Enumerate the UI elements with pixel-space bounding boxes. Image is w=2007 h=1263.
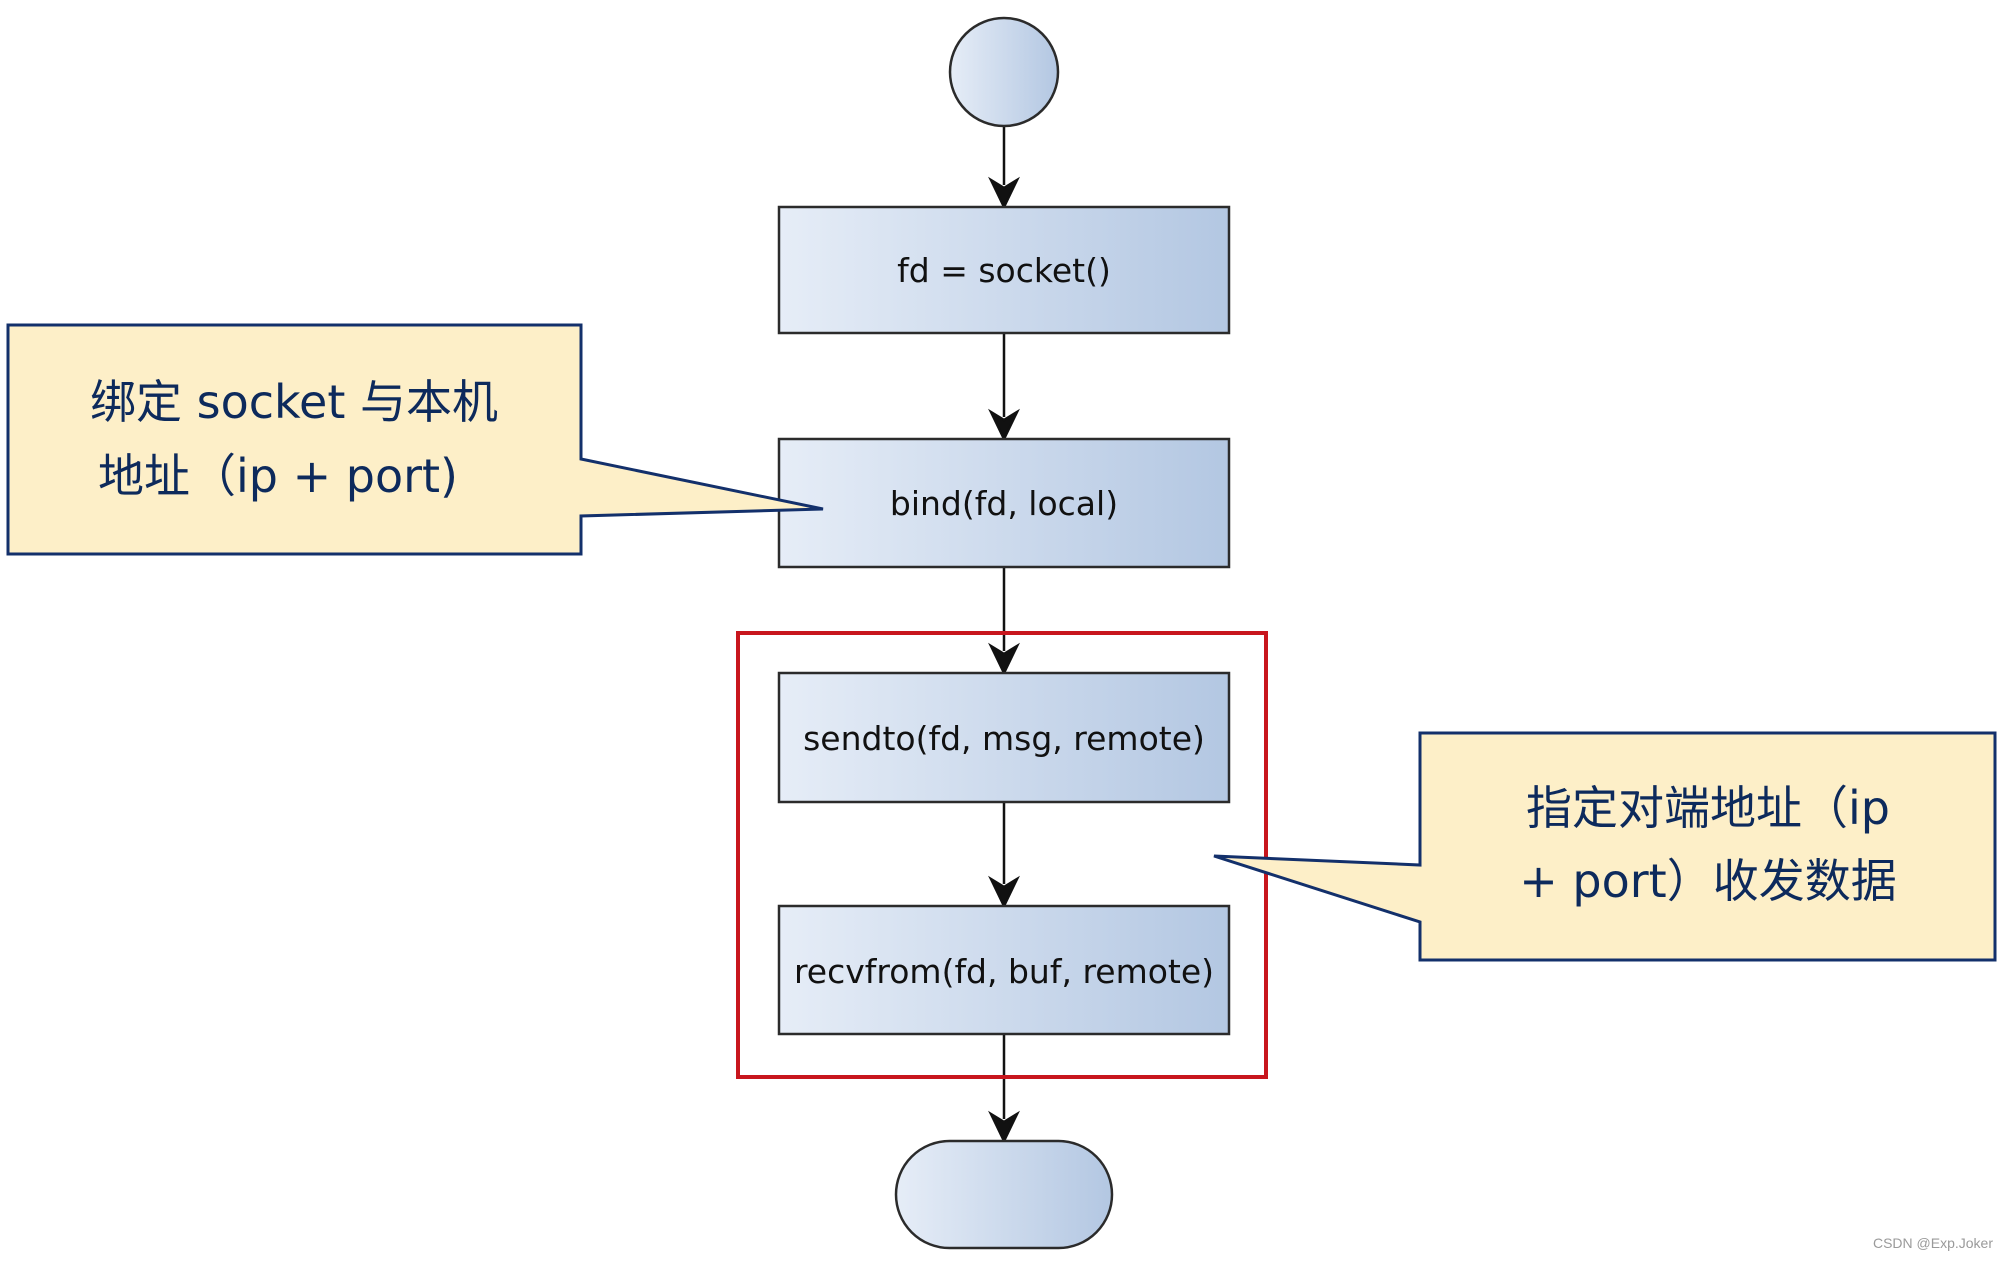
step-label: bind(fd, local)	[890, 484, 1118, 523]
start-node	[948, 16, 1060, 128]
arrowhead-icon	[988, 642, 1020, 676]
process-box	[777, 671, 1231, 804]
process-box	[777, 437, 1231, 569]
step-label: fd = socket()	[897, 251, 1111, 290]
step-label: sendto(fd, msg, remote)	[803, 719, 1205, 758]
callout-line: + port）收发数据	[1519, 854, 1896, 908]
end-node	[894, 1139, 1114, 1250]
process-box	[777, 205, 1231, 335]
arrowhead-icon	[988, 176, 1020, 210]
step-socket: fd = socket()	[777, 205, 1231, 335]
step-recvfrom: recvfrom(fd, buf, remote)	[777, 904, 1231, 1036]
callout-line: 绑定 socket 与本机	[90, 375, 498, 429]
arrowhead-icon	[988, 875, 1020, 909]
highlight-group-frame	[736, 631, 1268, 1079]
arrowhead-icon	[988, 408, 1020, 442]
watermark: CSDN @Exp.Joker	[1872, 1235, 1993, 1251]
process-box	[777, 904, 1231, 1036]
arrowhead-icon	[988, 1110, 1020, 1144]
callout-line: 指定对端地址（ip	[1526, 781, 1890, 835]
callout-bubble	[6, 323, 824, 556]
step-bind: bind(fd, local)	[777, 437, 1231, 569]
callout-send-recv: 指定对端地址（ip + port）收发数据	[1213, 731, 1997, 962]
step-label: recvfrom(fd, buf, remote)	[794, 952, 1214, 991]
callout-line: 地址（ip + port)	[98, 449, 458, 503]
callout-bind: 绑定 socket 与本机 地址（ip + port)	[6, 323, 824, 556]
step-sendto: sendto(fd, msg, remote)	[777, 671, 1231, 804]
callout-bubble	[1213, 731, 1997, 962]
